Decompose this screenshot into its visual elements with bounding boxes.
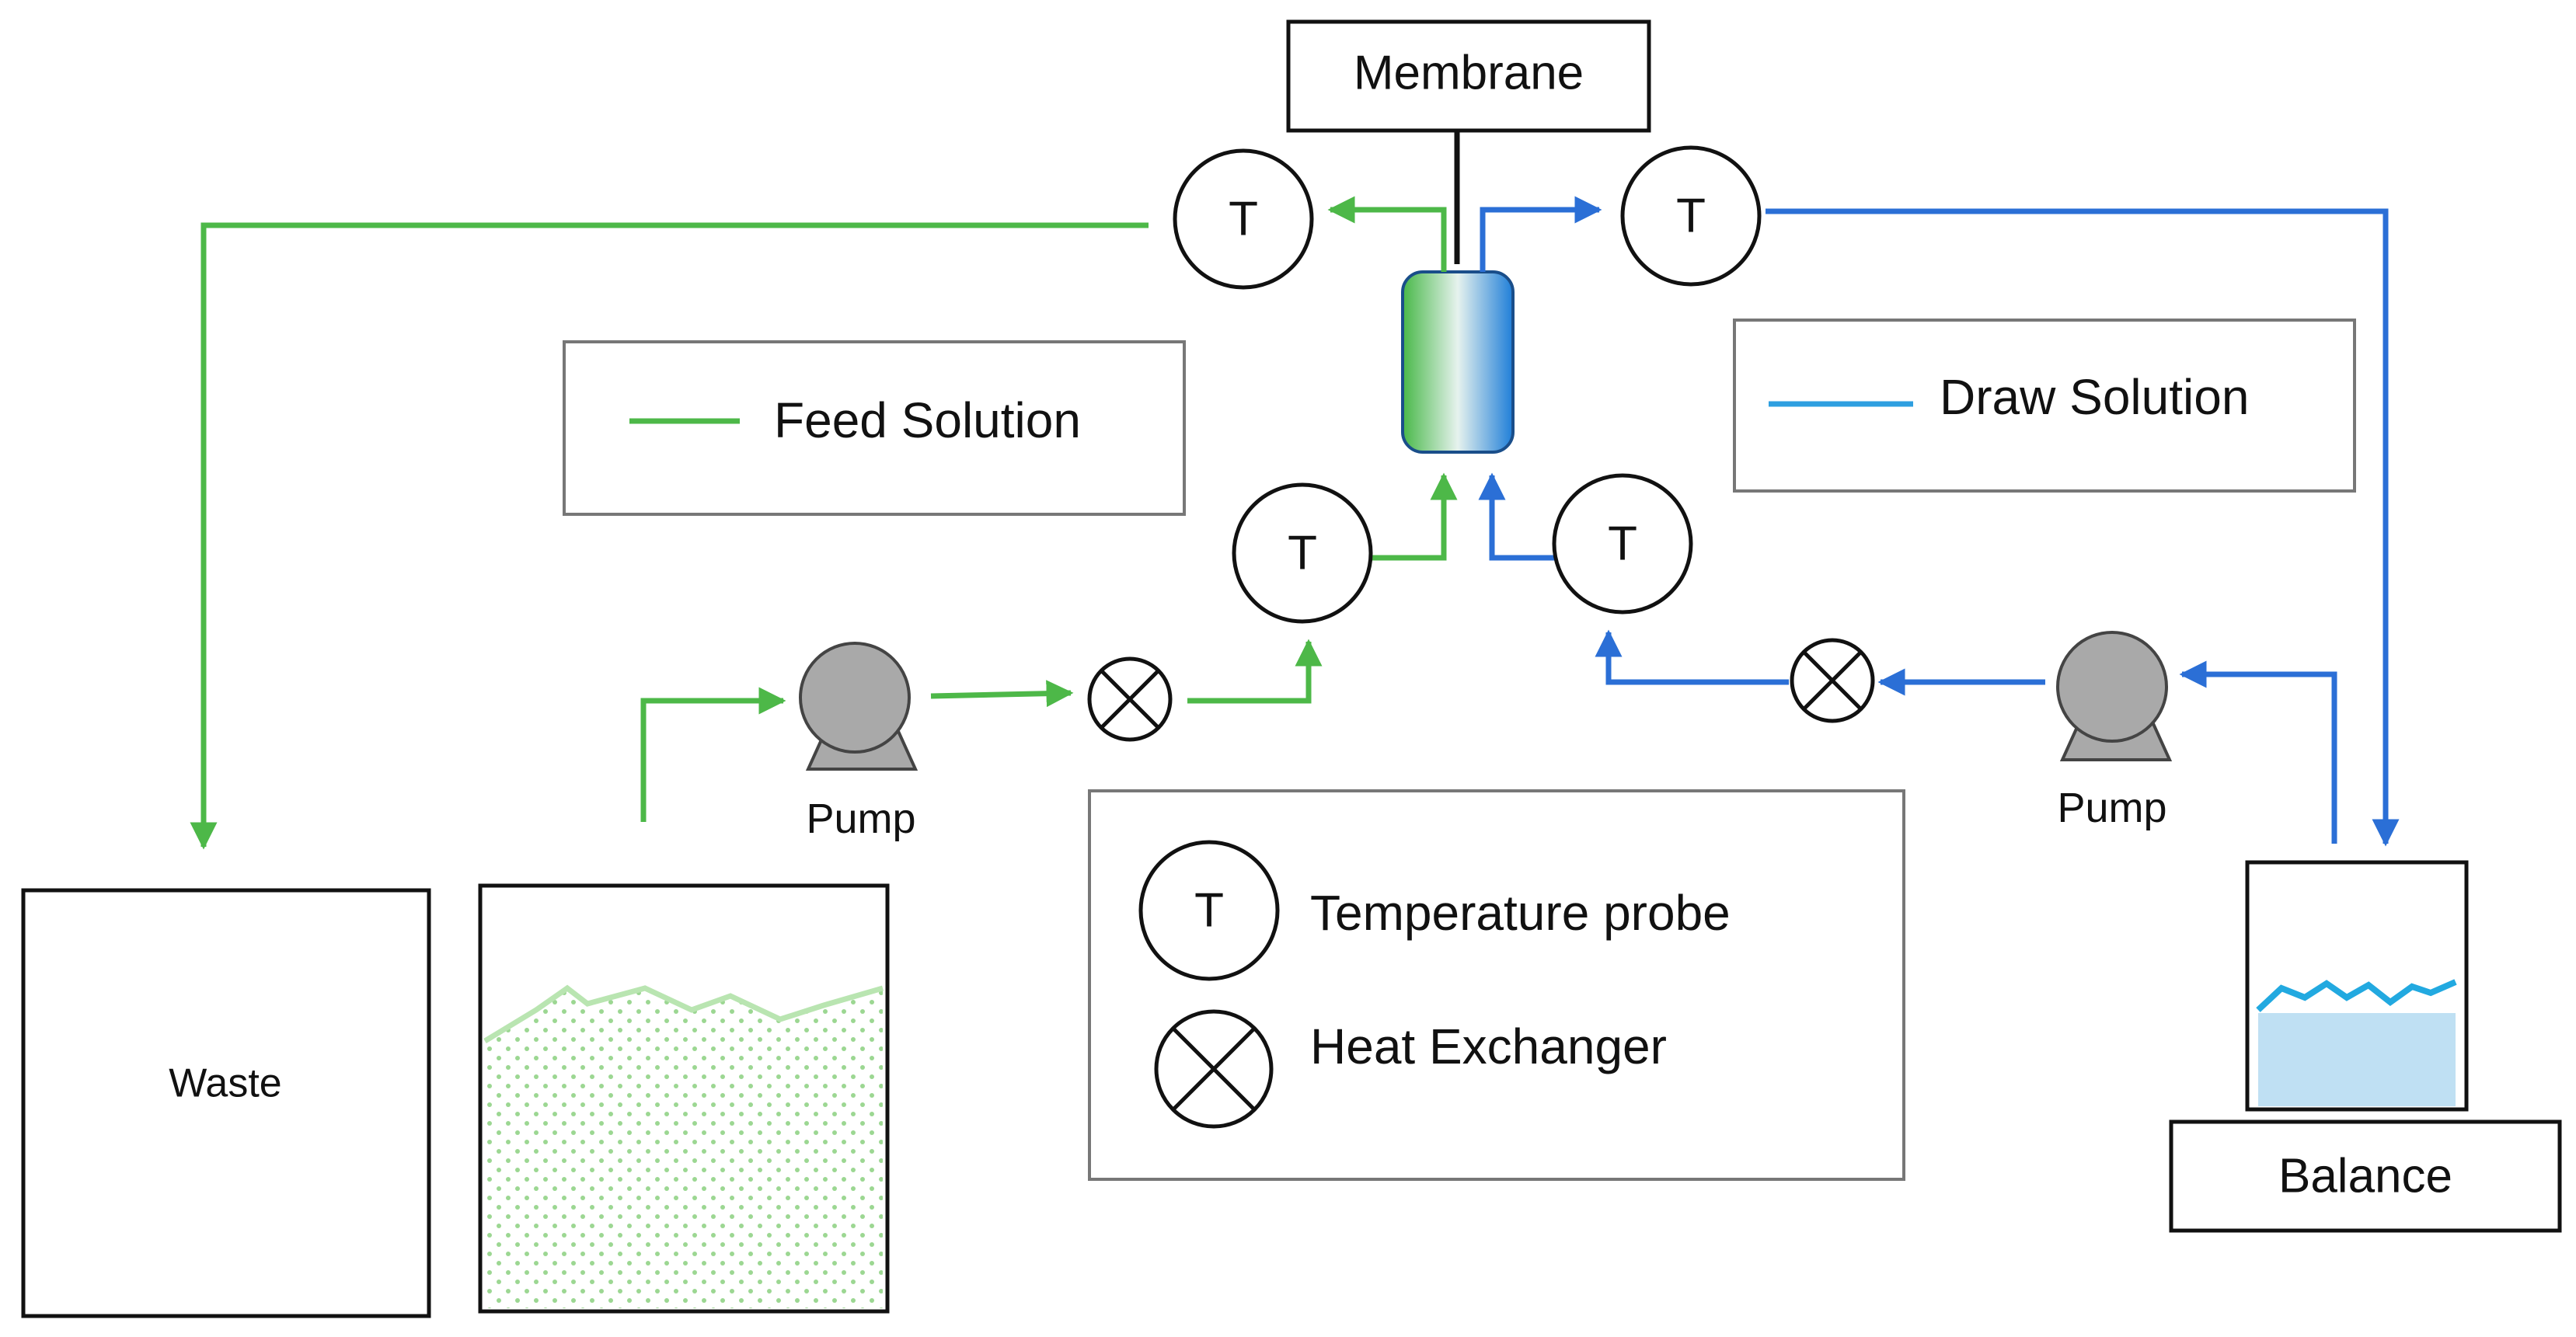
legend-symbols: T Temperature probe Heat Exchanger: [1088, 789, 1905, 1181]
temperature-probe-legend-icon: [1138, 840, 1280, 981]
membrane-label: Membrane: [1354, 46, 1584, 99]
membrane-box: Membrane: [1286, 19, 1651, 133]
draw-probe-to-module-line: [1478, 472, 1571, 561]
draw-to-tank-line: [1766, 208, 2400, 847]
feed-pump: Pump: [799, 642, 919, 842]
hx-to-probe-line: [1187, 639, 1323, 704]
heat-exchanger-icon: [1087, 656, 1173, 742]
draw-loop: [1478, 196, 2400, 847]
temperature-probe-feed-in: T: [1232, 482, 1373, 624]
waste-label: Waste: [169, 1061, 281, 1106]
temperature-probe-draw-in: T: [1552, 473, 1693, 615]
feed-tank: [478, 883, 890, 1314]
draw-liquid: [2258, 1013, 2456, 1106]
feed-tank-to-pump-line: [640, 687, 786, 822]
feed-liquid: [485, 988, 883, 1308]
feed-solution-label: Feed Solution: [774, 392, 1081, 448]
feed-pump-label: Pump: [806, 796, 915, 842]
probe-symbol: T: [1676, 189, 1706, 242]
draw-hx-to-probe-line: [1595, 629, 1789, 685]
feed-to-waste-line: [190, 222, 1149, 850]
temperature-probe-draw-out: T: [1620, 145, 1762, 287]
temperature-probe-label: Temperature probe: [1310, 885, 1731, 941]
legend-draw-solution: Draw Solution: [1733, 319, 2356, 493]
heat-exchanger-legend-icon: [1154, 1009, 1274, 1129]
feed-loop: [190, 196, 1458, 850]
pump-icon: [2056, 631, 2168, 743]
feed-liquid-surface: [483, 984, 884, 1043]
draw-liquid-surface: [2256, 979, 2457, 1012]
probe-symbol: T: [1288, 526, 1317, 580]
temperature-symbol: T: [1194, 883, 1224, 937]
balance-label: Balance: [2278, 1149, 2452, 1203]
draw-pump: Pump: [2056, 631, 2173, 831]
probe-to-module-line: [1357, 472, 1458, 561]
membrane-module: [1401, 270, 1515, 454]
draw-tank: [2245, 860, 2469, 1112]
balance: Balance: [2169, 1119, 2562, 1233]
temperature-probe-feed-out: T: [1173, 148, 1314, 290]
draw-pump-label: Pump: [2057, 785, 2166, 831]
draw-outlet-line: [1480, 196, 1602, 272]
tank-to-pump-line: [2179, 660, 2337, 844]
heat-exchanger-label: Heat Exchanger: [1310, 1018, 1667, 1074]
probe-symbol: T: [1229, 192, 1258, 245]
pump-to-hx-line: [930, 680, 1074, 708]
feed-outlet-line: [1327, 196, 1447, 272]
waste-tank: Waste: [21, 888, 431, 1318]
heat-exchanger-icon: [1790, 638, 1875, 723]
draw-solution-label: Draw Solution: [1940, 369, 2249, 425]
probe-symbol: T: [1608, 517, 1637, 570]
pump-icon: [799, 642, 911, 754]
legend-feed-solution: Feed Solution: [563, 340, 1186, 516]
